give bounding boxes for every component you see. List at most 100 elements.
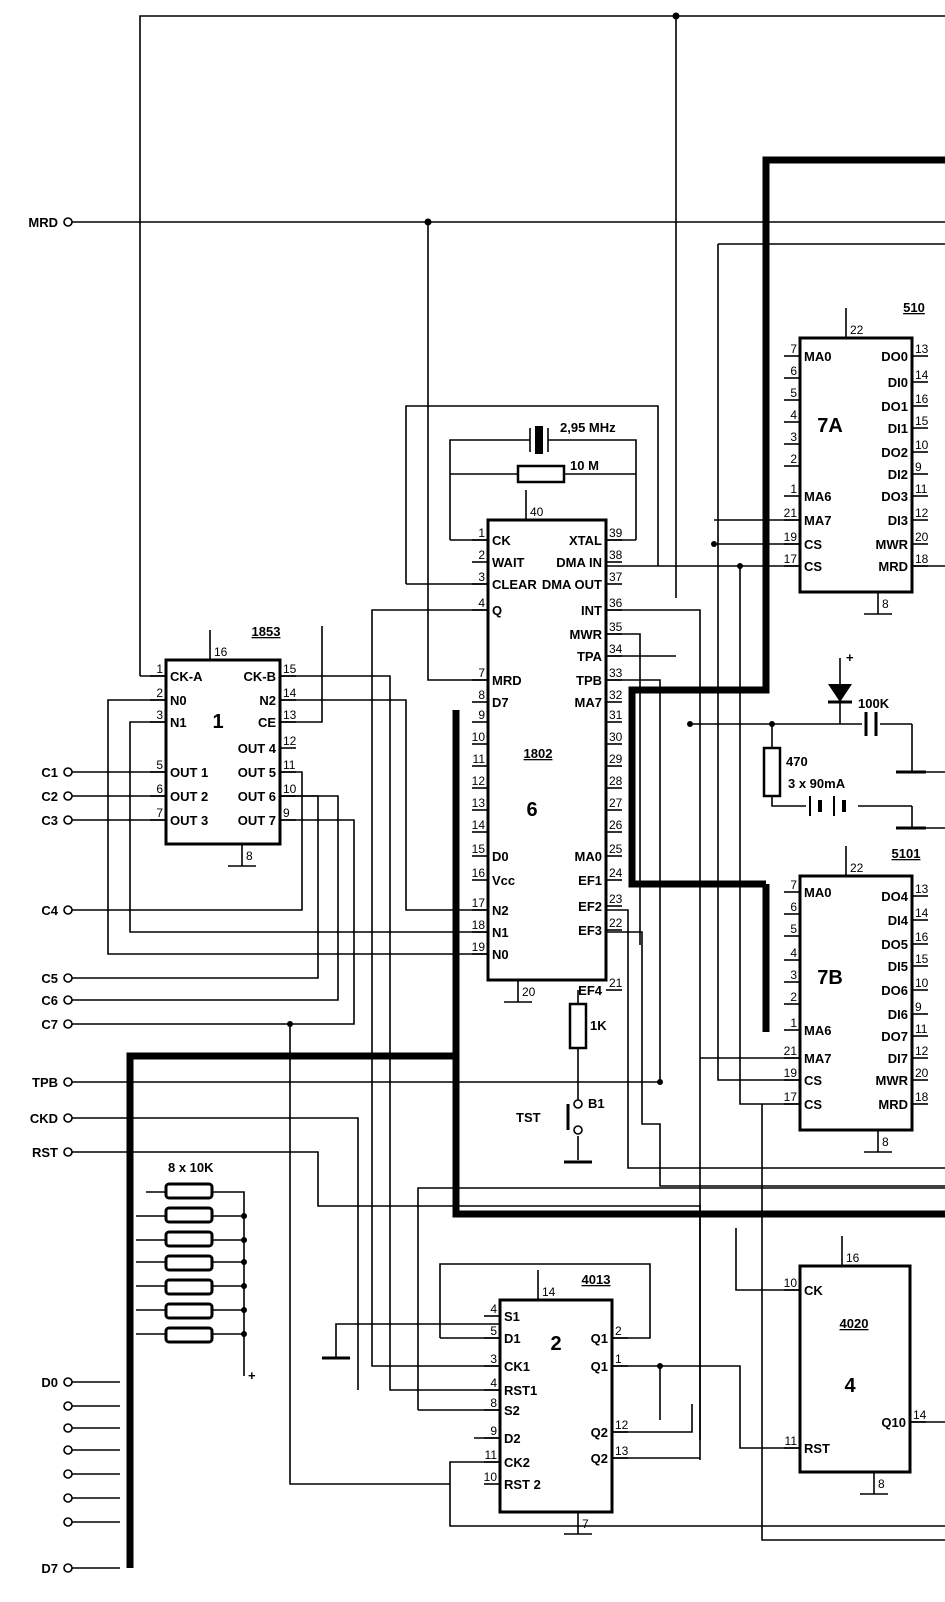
pin-number: 1 <box>790 1016 797 1030</box>
pin-number: 16 <box>915 930 929 944</box>
pin-label: CLEAR <box>492 577 537 592</box>
terminal-c7: C7 <box>41 1017 73 1032</box>
pin-label: CK <box>492 533 511 548</box>
pin-label: OUT 7 <box>238 813 276 828</box>
resistor-1k: 1K <box>568 1002 607 1050</box>
vcc-pin: 16 <box>214 645 228 659</box>
pin-label: N1 <box>492 925 509 940</box>
terminal-c1: C1 <box>41 765 73 780</box>
pin-label: MRD <box>492 673 522 688</box>
pin-label: DO1 <box>881 399 908 414</box>
pin-number: 4 <box>490 1302 497 1316</box>
pin-label: MWR <box>876 1073 909 1088</box>
pin-number: 35 <box>609 620 623 634</box>
pin-number: 39 <box>609 526 623 540</box>
pin-label: DI1 <box>888 421 908 436</box>
pin-label: MRD <box>878 1097 908 1112</box>
pin-label: CS <box>804 537 822 552</box>
terminal-label: MRD <box>28 215 58 230</box>
pin-label: EF2 <box>578 899 602 914</box>
chip-type: 1853 <box>252 624 281 639</box>
pin-number: 20 <box>915 530 929 544</box>
pin-number: 12 <box>283 734 297 748</box>
pin-number: 22 <box>609 916 623 930</box>
pin-label: CS <box>804 559 822 574</box>
pin-label: DI5 <box>888 959 908 974</box>
pin-number: 5 <box>790 922 797 936</box>
pin-number: 36 <box>609 596 623 610</box>
pin-label: INT <box>581 603 602 618</box>
chip-number: 6 <box>526 799 537 821</box>
terminal-label: C1 <box>41 765 58 780</box>
gnd-pin: 8 <box>882 1135 889 1149</box>
pin-label: MRD <box>878 559 908 574</box>
pin-label: N2 <box>492 903 509 918</box>
pin-number: 5 <box>490 1324 497 1338</box>
pin-number: 34 <box>609 642 623 656</box>
pin-label: N0 <box>170 693 187 708</box>
pin-label: Q <box>492 603 502 618</box>
terminal-label: CKD <box>30 1111 58 1126</box>
terminal-label: C7 <box>41 1017 58 1032</box>
pin-number: 16 <box>915 392 929 406</box>
pin-number: 24 <box>609 866 623 880</box>
pin-label: N1 <box>170 715 187 730</box>
data-bus <box>126 710 945 1568</box>
pin-number: 10 <box>484 1470 498 1484</box>
pin-label: N2 <box>259 693 276 708</box>
battery-label: 3 x 90mA <box>788 776 846 791</box>
pin-number: 15 <box>915 414 929 428</box>
resistor-10m: 10 M <box>516 458 599 484</box>
terminal-c3: C3 <box>41 813 73 828</box>
pin-label: DI0 <box>888 375 908 390</box>
pin-label: DI2 <box>888 467 908 482</box>
vcc-pin: 22 <box>850 861 864 875</box>
pin-label: MA0 <box>804 885 831 900</box>
pin-number: 4 <box>490 1376 497 1390</box>
pin-number: 11 <box>485 1448 498 1462</box>
gnd-pin: 8 <box>246 849 253 863</box>
pin-number: 8 <box>478 688 485 702</box>
pin-number: 9 <box>478 708 485 722</box>
pin-number: 12 <box>615 1418 629 1432</box>
terminal-label: TPB <box>32 1075 58 1090</box>
vcc-pin: 40 <box>530 505 544 519</box>
pin-number: 14 <box>915 906 929 920</box>
chip-number: 7B <box>817 967 843 989</box>
pin-label: DO0 <box>881 349 908 364</box>
pin-number: 10 <box>283 782 297 796</box>
crystal: 2,95 MHz <box>529 420 616 454</box>
pin-label: OUT 2 <box>170 789 208 804</box>
pin-label: MA7 <box>804 513 831 528</box>
pin-number: 14 <box>915 368 929 382</box>
pin-label: RST 2 <box>504 1477 541 1492</box>
pin-label: DI3 <box>888 513 908 528</box>
pin-number: 12 <box>472 774 486 788</box>
terminal-label: C2 <box>41 789 58 804</box>
pin-label: DO7 <box>881 1029 908 1044</box>
chip-number: 4 <box>844 1375 856 1397</box>
terminal-label: C4 <box>41 903 58 918</box>
pin-number: 7 <box>790 878 797 892</box>
chip-number: 1 <box>212 711 223 733</box>
pin-number: 2 <box>790 990 797 1004</box>
pin-label: S1 <box>504 1309 520 1324</box>
pin-label: CK2 <box>504 1455 530 1470</box>
pin-label: Vcc <box>492 873 515 888</box>
terminal-label: D0 <box>41 1375 58 1390</box>
test-button: TST B1 <box>516 1096 605 1164</box>
pin-number: 15 <box>283 662 297 676</box>
pin-label: OUT 6 <box>238 789 276 804</box>
data-terminals-extra <box>63 1401 73 1527</box>
pin-label: OUT 1 <box>170 765 208 780</box>
pin-label: DMA OUT <box>542 577 602 592</box>
pin-number: 12 <box>915 506 929 520</box>
pin-number: 30 <box>609 730 623 744</box>
ground-symbols <box>322 770 926 1360</box>
